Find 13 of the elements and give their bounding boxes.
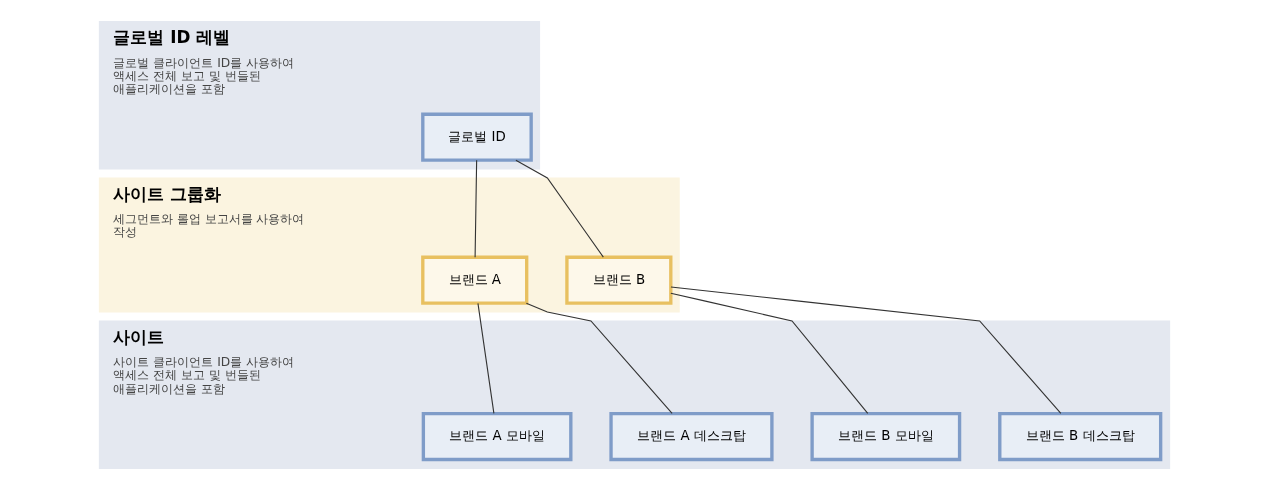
connector <box>670 286 1062 414</box>
connector <box>515 159 604 258</box>
node-box: 브랜드 A 데스크탑 <box>609 412 774 462</box>
connector <box>474 159 478 258</box>
node-box: 브랜드 B 데스크탑 <box>998 412 1163 462</box>
node-box: 글로벌 ID <box>421 112 533 162</box>
connector <box>525 302 673 414</box>
node-box: 브랜드 B <box>565 255 673 305</box>
node-box: 브랜드 A 모바일 <box>421 412 573 462</box>
node-box: 브랜드 A <box>421 255 529 305</box>
connector <box>477 302 495 414</box>
node-box: 브랜드 B 모바일 <box>810 412 962 462</box>
connector <box>670 292 869 414</box>
